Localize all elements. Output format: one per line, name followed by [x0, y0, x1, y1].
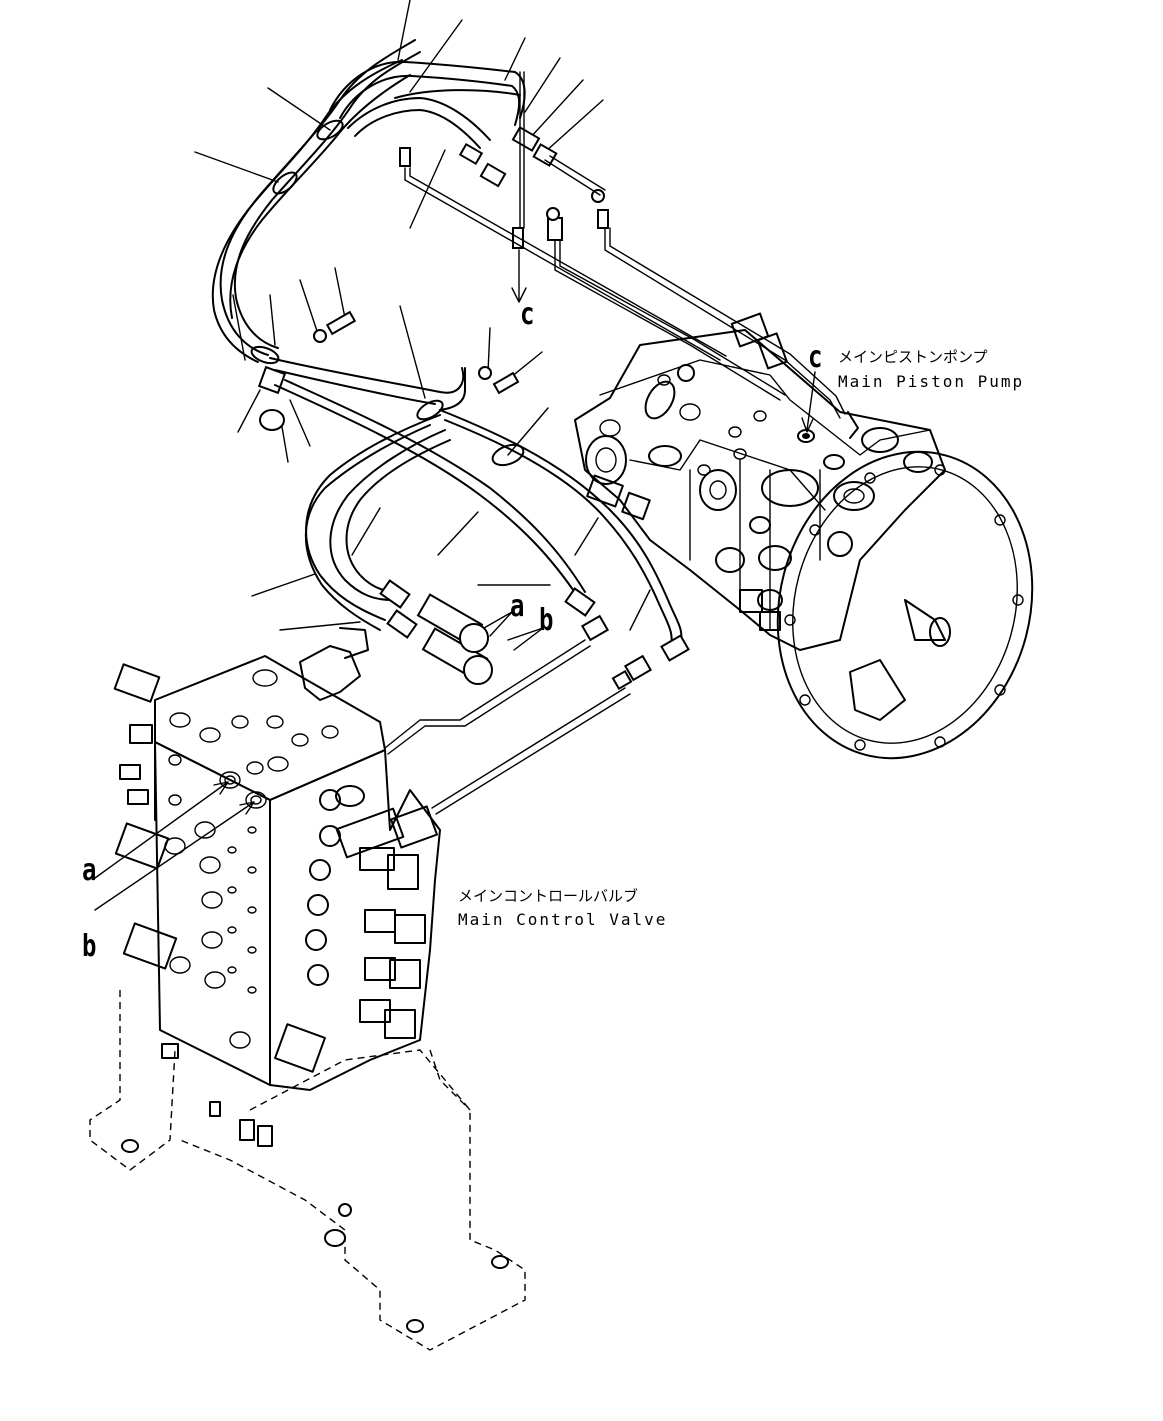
- hose-fittings-top: [399, 126, 609, 249]
- main-piston-pump: [574, 312, 1034, 760]
- callout-b-hose: b: [539, 603, 554, 638]
- valve-label-en: Main Control Valve: [458, 910, 668, 929]
- pump-label-en: Main Piston Pump: [838, 372, 1025, 391]
- pump-label-jp: メインピストンポンプ: [838, 348, 988, 366]
- valve-label-jp: メインコントロールバルブ: [458, 887, 639, 905]
- callout-c-pump: c: [808, 340, 823, 375]
- callout-a-hose: a: [510, 589, 525, 624]
- callout-b-valve: b: [82, 929, 97, 964]
- hose-fittings-middle: [379, 579, 690, 691]
- arrow-c-pump: [801, 371, 816, 433]
- arrows-ab-valve: [94, 781, 255, 911]
- leader-lines: [194, 0, 651, 631]
- callout-c-top: c: [520, 297, 535, 332]
- pilot-lines: [404, 71, 846, 419]
- bolts-nuts: [257, 310, 520, 431]
- hose-bundle-upper: [211, 39, 526, 365]
- callout-a-valve: a: [82, 853, 97, 888]
- main-control-valve: [89, 627, 526, 1351]
- arrow-to-c: [511, 249, 527, 303]
- arrows-ab-hoses: [483, 611, 544, 651]
- pilot-lines-to-valve: [384, 639, 631, 815]
- hose-bundle-middle: [269, 357, 683, 651]
